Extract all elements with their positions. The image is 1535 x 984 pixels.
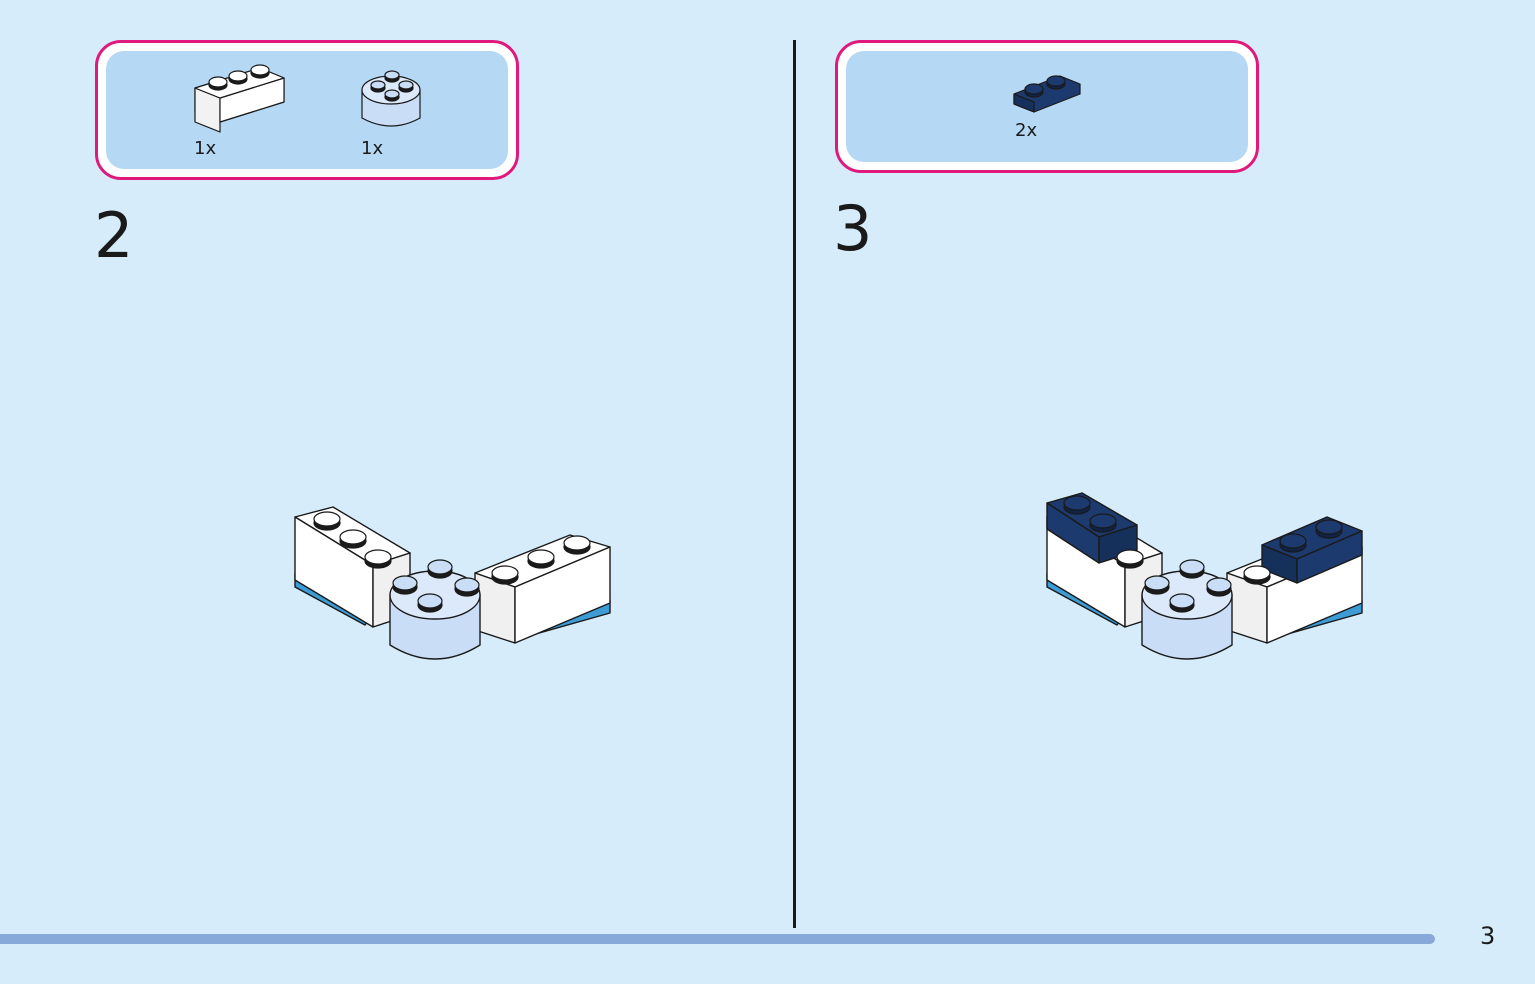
dark-blue-1x2-plate-icon: [1013, 75, 1081, 113]
page-number: 3: [1480, 922, 1496, 950]
part-qty: 1x: [194, 138, 217, 159]
part-qty: 1x: [361, 138, 384, 159]
parts-callout-fill: [106, 51, 508, 169]
step-number: 2: [94, 199, 134, 272]
step-number: 3: [833, 192, 873, 265]
step-3-model-illustration: [1046, 492, 1363, 660]
white-1x3-brick-icon: [194, 64, 285, 133]
part-qty: 2x: [1015, 120, 1038, 141]
progress-bar: [0, 934, 1435, 944]
page-divider: [793, 40, 796, 928]
parts-callout-step-3: [835, 40, 1259, 173]
step-2-model-illustration: [294, 506, 611, 660]
light-blue-round-brick-icon: [361, 70, 421, 127]
parts-callout-step-2: [95, 40, 519, 180]
